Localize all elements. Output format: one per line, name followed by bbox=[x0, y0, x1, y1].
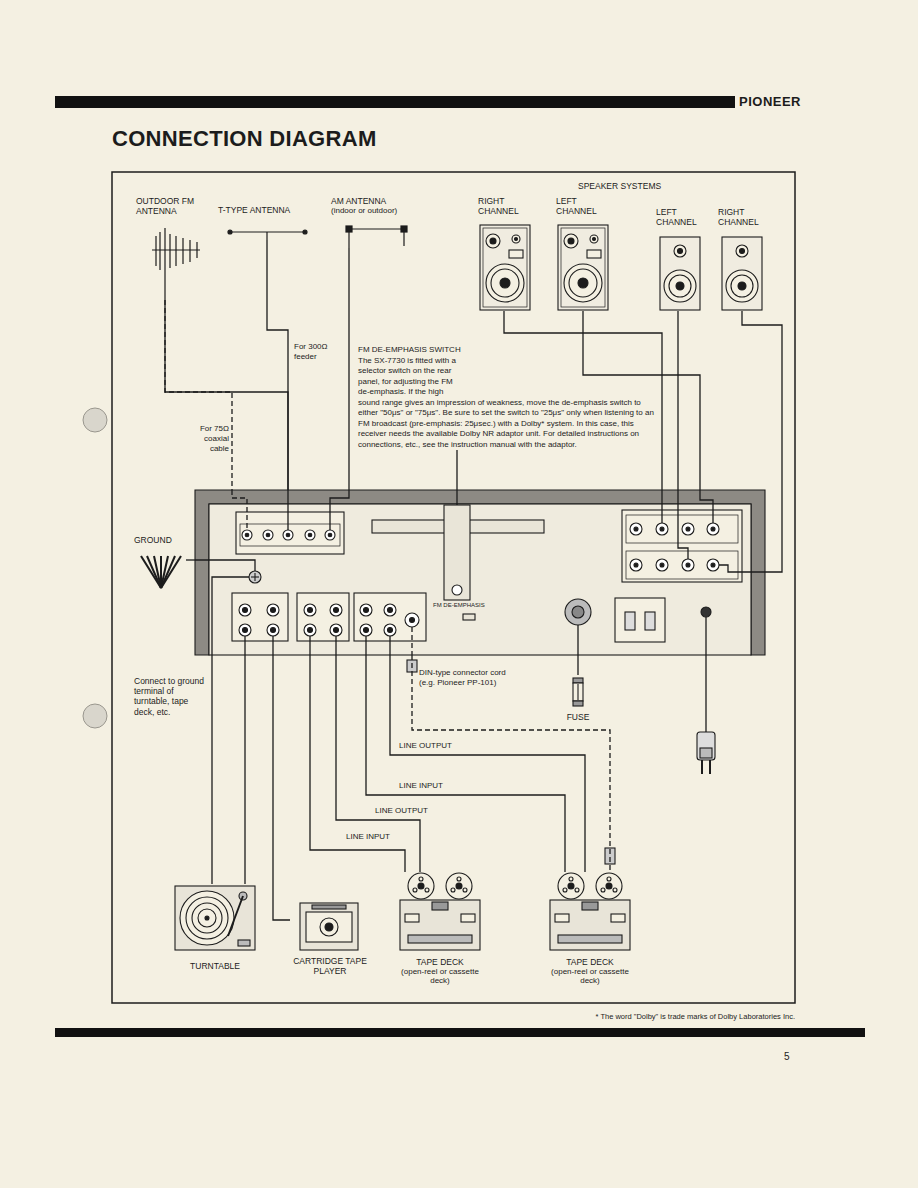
footnote: * The word "Dolby" is trade marks of Dol… bbox=[596, 1012, 795, 1021]
wire bbox=[366, 655, 565, 872]
speaker-node: RIGHT CHANNEL bbox=[718, 207, 768, 311]
wire bbox=[165, 300, 288, 490]
brand-logo: PIONEER bbox=[739, 94, 801, 110]
fuse-node: FUSE bbox=[558, 675, 598, 730]
node-label: TAPE DECK bbox=[398, 957, 482, 967]
antenna-drawings bbox=[152, 226, 407, 300]
node-sublabel: (open-reel or cassette deck) bbox=[398, 967, 482, 986]
page-bars bbox=[55, 96, 865, 1037]
node-label: FUSE bbox=[558, 712, 598, 722]
antenna-node: OUTDOOR FM ANTENNA bbox=[136, 196, 196, 300]
edge-label: LINE INPUT bbox=[345, 832, 391, 842]
cartridge-player-node: CARTRIDGE TAPE PLAYER bbox=[290, 900, 370, 976]
edge-label: LINE OUTPUT bbox=[398, 741, 453, 751]
cartridge-player-drawing bbox=[300, 903, 358, 950]
speaker-node: RIGHT CHANNEL bbox=[478, 196, 533, 311]
diagram-frame bbox=[112, 172, 795, 1003]
ground-symbol bbox=[141, 556, 181, 588]
turntable-drawing bbox=[175, 886, 255, 950]
node-sublabel: (open-reel or cassette deck) bbox=[548, 967, 632, 986]
note-text: Connect to ground terminal of turntable,… bbox=[134, 676, 206, 717]
node-label: TURNTABLE bbox=[173, 961, 257, 971]
node-label: OUTDOOR FM ANTENNA bbox=[136, 196, 196, 216]
tape-deck-node: TAPE DECK(open-reel or cassette deck) bbox=[548, 872, 632, 986]
node-label: AM ANTENNA bbox=[331, 196, 431, 206]
edge-label: LINE INPUT bbox=[398, 781, 444, 791]
wire bbox=[742, 311, 782, 572]
receiver-rear-panel bbox=[195, 490, 765, 655]
callout-note: FM DE-EMPHASIS SWITCHThe SX-7730 is fitt… bbox=[358, 345, 655, 450]
wire bbox=[244, 655, 245, 884]
ground-node: GROUND bbox=[134, 535, 186, 588]
wire bbox=[211, 655, 212, 884]
node-label: RIGHT CHANNEL bbox=[478, 196, 533, 216]
node-label: LEFT CHANNEL bbox=[656, 207, 706, 227]
wire bbox=[412, 655, 610, 872]
antenna-node: T-TYPE ANTENNA bbox=[218, 205, 318, 240]
note-heading: FM DE-EMPHASIS SWITCH bbox=[358, 345, 655, 356]
wire bbox=[390, 655, 585, 872]
internal-wires bbox=[195, 490, 765, 732]
node-label: TAPE DECK bbox=[548, 957, 632, 967]
wire bbox=[336, 655, 420, 872]
punch-holes bbox=[83, 408, 107, 728]
fuse-and-plug bbox=[407, 660, 715, 864]
speaker-node: LEFT CHANNEL bbox=[656, 207, 706, 311]
node-label: LEFT CHANNEL bbox=[556, 196, 611, 216]
node-sublabel: The SX-7730 is fitted with a selector sw… bbox=[358, 356, 655, 451]
page-number: 5 bbox=[784, 1051, 790, 1063]
node-label: T-TYPE ANTENNA bbox=[218, 205, 318, 215]
receiver-node: FM DE-EMPHASIS bbox=[195, 490, 765, 655]
wire bbox=[310, 655, 405, 872]
wire bbox=[456, 450, 457, 490]
wire bbox=[273, 655, 290, 920]
wrap-spacer bbox=[465, 356, 655, 398]
node-label: FM DE-EMPHASIS bbox=[433, 602, 513, 609]
speaker-node: LEFT CHANNEL bbox=[556, 196, 611, 311]
tape-deck-node: TAPE DECK(open-reel or cassette deck) bbox=[398, 872, 482, 986]
antenna-node: AM ANTENNA(indoor or outdoor) bbox=[331, 196, 431, 248]
wire bbox=[348, 248, 349, 490]
wire bbox=[186, 559, 195, 560]
diagram-title: CONNECTION DIAGRAM bbox=[112, 126, 377, 152]
edge-label: DIN-type connector cord (e.g. Pioneer PP… bbox=[418, 668, 512, 688]
node-label: CARTRIDGE TAPE PLAYER bbox=[290, 956, 370, 976]
wire bbox=[267, 240, 288, 490]
node-sublabel: (indoor or outdoor) bbox=[331, 206, 431, 215]
wire bbox=[577, 655, 578, 675]
wire bbox=[677, 311, 678, 490]
speaker-drawings bbox=[480, 225, 762, 310]
edge-label: For 300Ω feeder bbox=[293, 342, 339, 362]
node-label: RIGHT CHANNEL bbox=[718, 207, 768, 227]
node-label: GROUND bbox=[134, 535, 186, 545]
tape-deck-drawings bbox=[400, 873, 630, 950]
wire bbox=[165, 300, 232, 490]
edge-label: LINE OUTPUT bbox=[374, 806, 429, 816]
edge-label: For 75Ω coaxial cable bbox=[188, 424, 230, 454]
group-heading: SPEAKER SYSTEMS bbox=[578, 181, 661, 191]
turntable-node: TURNTABLE bbox=[173, 884, 257, 971]
